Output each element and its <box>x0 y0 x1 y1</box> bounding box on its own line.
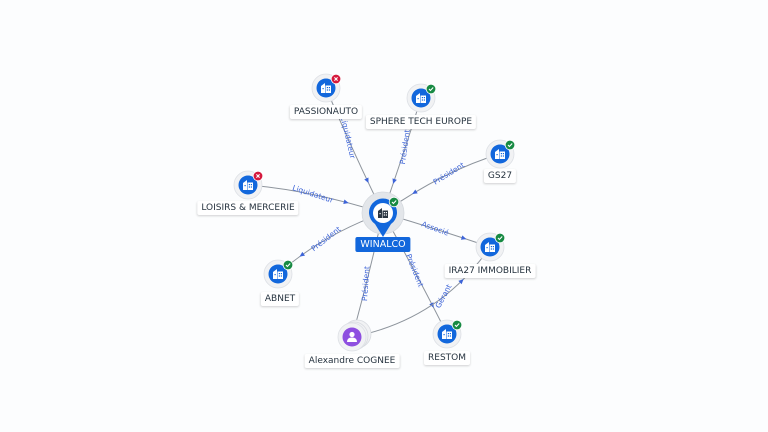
node-label-sphere[interactable]: SPHERE TECH EUROPE <box>365 115 477 129</box>
node-gs27[interactable] <box>485 139 516 169</box>
edge-label: Gérant <box>433 283 453 310</box>
active-badge <box>504 139 516 151</box>
active-badge <box>494 232 506 244</box>
x-icon <box>256 174 260 178</box>
node-abnet[interactable] <box>263 259 294 289</box>
building-icon <box>485 242 495 252</box>
node-loisirs[interactable] <box>233 170 264 200</box>
active-badge <box>425 83 437 95</box>
node-label-restom[interactable]: RESTOM <box>424 351 470 365</box>
closed-badge <box>330 73 342 85</box>
node-alexandre[interactable] <box>337 319 372 352</box>
edge-arrow <box>460 235 467 240</box>
edge-arrow <box>458 279 464 285</box>
check-icon <box>497 236 503 241</box>
node-label-passionauto[interactable]: PASSIONAUTO <box>289 105 363 119</box>
building-icon <box>273 269 283 279</box>
edge-label: Président <box>398 129 412 165</box>
active-badge <box>388 196 400 208</box>
edge-label: Président <box>404 253 425 289</box>
nodes-layer <box>233 73 516 352</box>
edge-arrow <box>343 199 349 204</box>
edge-label: Président <box>432 160 466 186</box>
node-restom[interactable] <box>432 319 463 349</box>
node-label-loisirs[interactable]: LOISIRS & MERCERIE <box>197 201 299 215</box>
node-label-ira27[interactable]: IRA27 IMMOBILIER <box>444 264 536 278</box>
person-icon <box>347 331 357 342</box>
edge-arrow <box>392 178 397 184</box>
node-passionauto[interactable] <box>311 73 342 103</box>
check-icon <box>428 87 434 92</box>
center-node-label[interactable]: WINALCO <box>355 237 411 252</box>
building-icon <box>243 180 253 190</box>
edge-label: Président <box>360 266 371 302</box>
edge-alex-ira27 <box>351 246 491 338</box>
edge-label: Président <box>309 225 342 254</box>
edge-arrow <box>412 189 418 195</box>
edge-label: Liquidateur <box>339 116 358 160</box>
node-sphere[interactable] <box>406 83 437 113</box>
node-label-alexandre[interactable]: Alexandre COGNEE <box>304 354 400 368</box>
edge-arrow <box>364 177 369 184</box>
closed-badge <box>252 170 264 182</box>
building-icon <box>495 149 505 159</box>
center-node[interactable] <box>361 191 405 237</box>
edge-label: Associé <box>420 219 450 237</box>
check-icon <box>507 143 513 148</box>
building-icon <box>442 329 452 339</box>
building-icon <box>378 208 388 218</box>
check-icon <box>391 200 397 205</box>
building-icon <box>321 83 331 93</box>
check-icon <box>454 323 460 328</box>
edge-arrow <box>299 251 305 257</box>
node-label-abnet[interactable]: ABNET <box>260 292 300 306</box>
active-badge <box>451 319 463 331</box>
active-badge <box>282 259 294 271</box>
node-label-gs27[interactable]: GS27 <box>483 169 517 183</box>
building-icon <box>416 93 426 103</box>
node-ira27[interactable] <box>475 232 506 262</box>
x-icon <box>334 77 338 81</box>
check-icon <box>285 263 291 268</box>
